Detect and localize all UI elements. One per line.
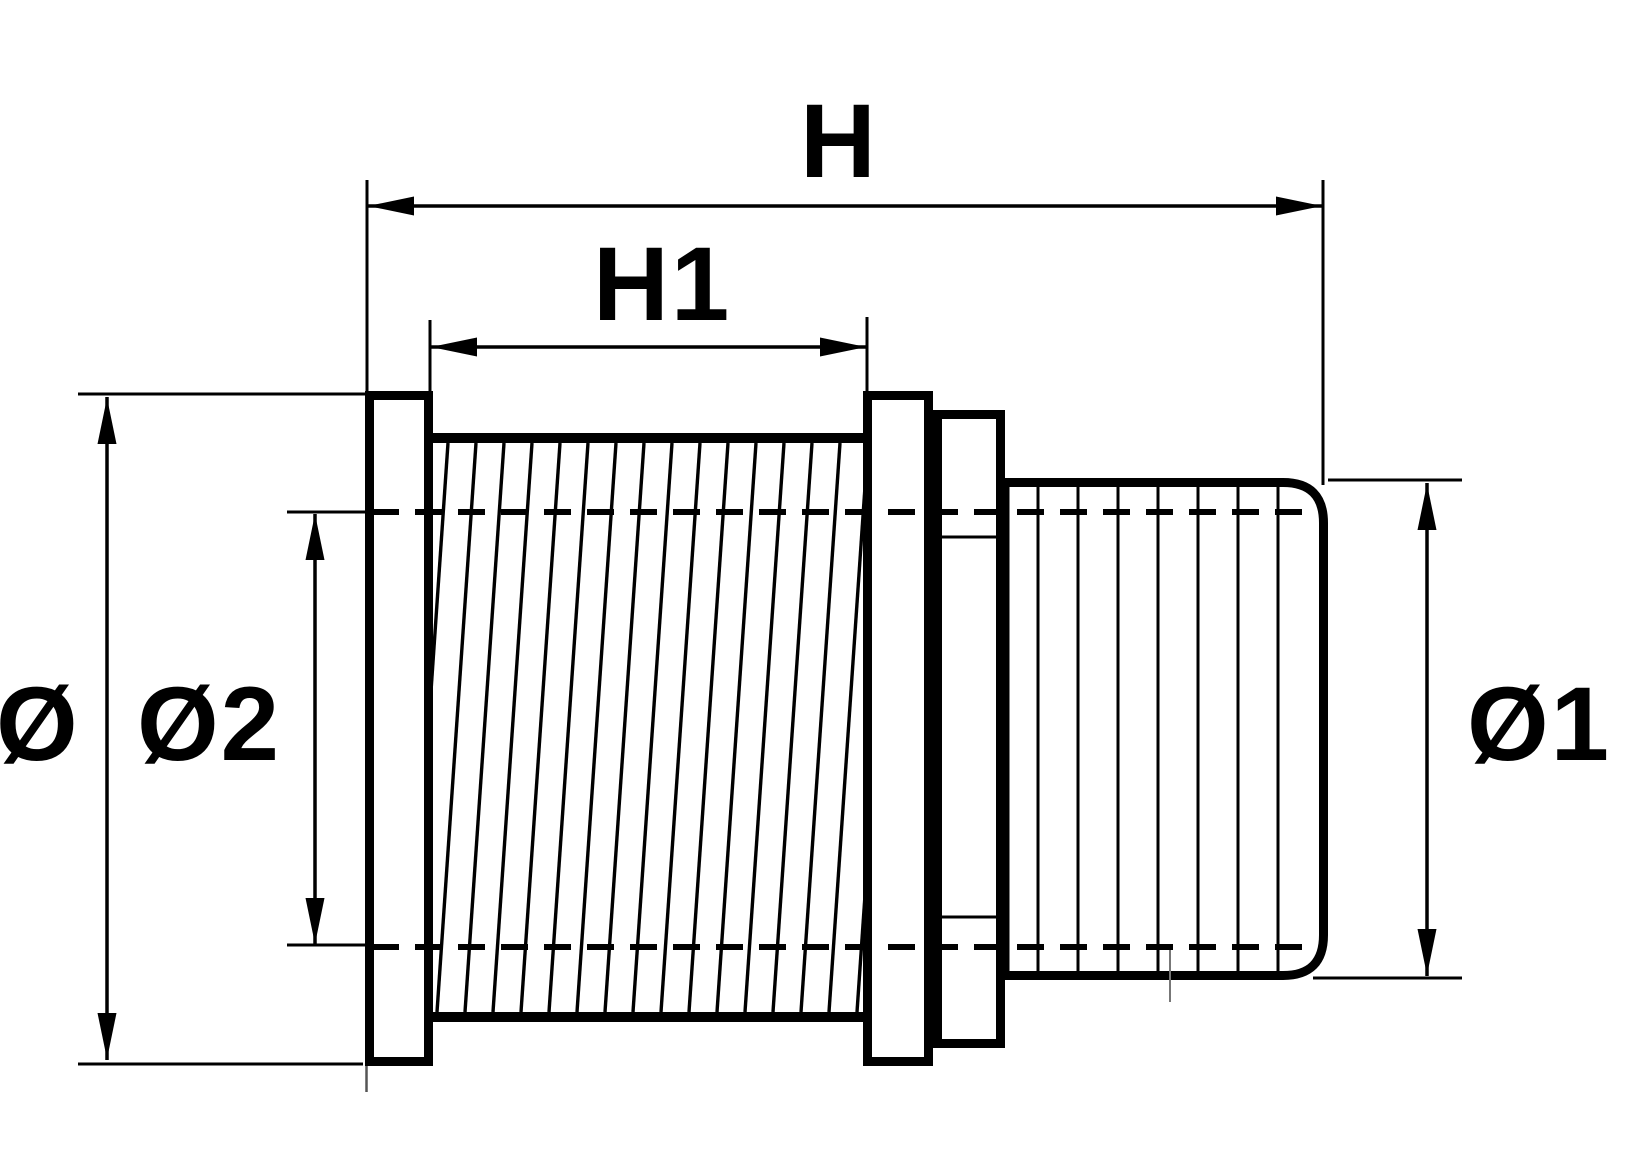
- threaded-barrel-body: [433, 433, 868, 1022]
- threaded-barrel: [433, 433, 868, 1022]
- tail-outline: [1000, 478, 1328, 980]
- dim-h1-arrow-right-icon: [820, 337, 866, 357]
- tail-rib-lines: [1036, 487, 1280, 971]
- rear-flange: [863, 391, 933, 1066]
- label-flange-diameter: Ø: [0, 666, 80, 783]
- label-thread-length: H1: [593, 226, 731, 343]
- dim-dia1-arrow-up-icon: [1417, 484, 1437, 530]
- label-overall-length: H: [800, 83, 878, 200]
- dim-dia2-arrow-up-icon: [305, 514, 325, 560]
- thread-hatching: [433, 443, 863, 1012]
- hex-collar-outline: [933, 410, 1005, 1048]
- dimension-h1: [428, 317, 869, 391]
- hex-collar: [933, 410, 1005, 1048]
- dimension-dia: [78, 392, 367, 1066]
- construction-artifacts: [365, 950, 1171, 1092]
- tail-section: [1000, 478, 1328, 980]
- dim-dia-arrow-down-icon: [97, 1013, 117, 1059]
- dim-dia1-arrow-down-icon: [1417, 929, 1437, 975]
- dim-h1-arrow-left-icon: [431, 337, 477, 357]
- dim-h-arrow-right-icon: [1276, 196, 1322, 216]
- label-bore-diameter: Ø2: [137, 666, 281, 783]
- left-flange: [365, 391, 433, 1066]
- label-tail-diameter: Ø1: [1467, 666, 1611, 783]
- dim-h-arrow-left-icon: [368, 196, 414, 216]
- dimension-h: [365, 180, 1325, 485]
- dim-dia-arrow-up-icon: [97, 398, 117, 444]
- dim-dia2-arrow-down-icon: [305, 898, 325, 944]
- hidden-bore-lines: [372, 509, 1318, 950]
- dimension-dia1: [1313, 478, 1462, 980]
- dimension-dia2: [287, 510, 377, 947]
